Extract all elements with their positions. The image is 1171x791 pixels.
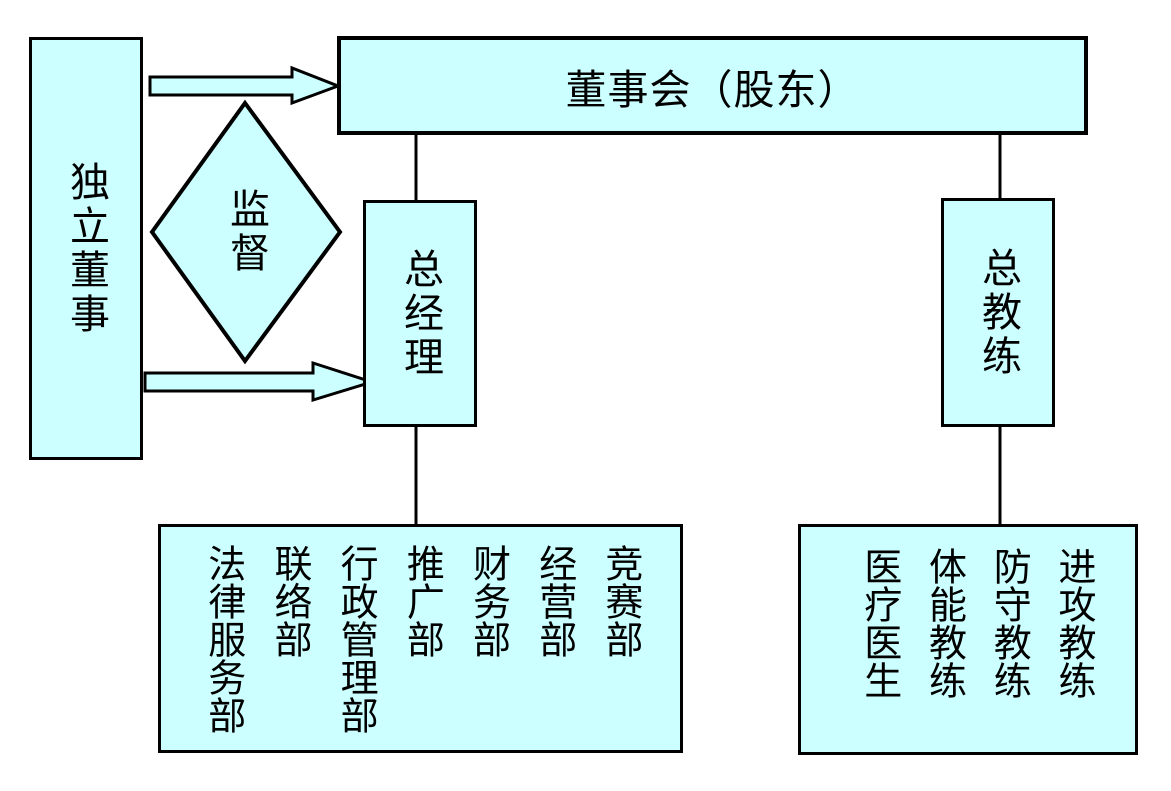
department-column: 推广部: [400, 544, 443, 658]
arrow-director-to-gm-icon: [143, 360, 378, 403]
department-column: 竞赛部: [598, 544, 641, 658]
staff-column: 进攻教练: [1052, 547, 1094, 699]
staff-column: 体能教练: [922, 547, 965, 699]
department-column: 联络部: [267, 544, 310, 658]
coach-staff-box: 医疗医生 体能教练 防守教练 进攻教练: [798, 524, 1138, 755]
independent-director-label: 独立董事: [64, 160, 109, 337]
head-coach-label: 总教练: [976, 246, 1021, 379]
board-label: 董事会（股东）: [565, 66, 860, 113]
general-manager-label: 总经理: [398, 247, 443, 380]
department-column: 财务部: [466, 544, 509, 658]
general-manager-box: 总经理: [363, 200, 477, 427]
staff-column: 医疗医生: [857, 547, 900, 699]
department-column: 行政管理部: [334, 544, 377, 734]
gm-departments-box: 法律服务部 联络部 行政管理部 推广部 财务部 经营部 竞赛部: [158, 524, 683, 753]
supervision-label: 监督: [224, 188, 269, 276]
independent-director-box: 独立董事: [29, 37, 143, 460]
department-column: 法律服务部: [201, 544, 244, 734]
staff-column: 防守教练: [987, 547, 1030, 699]
supervision-diamond: [149, 99, 343, 365]
head-coach-box: 总教练: [941, 198, 1055, 427]
arrow-director-to-board-icon: [148, 65, 343, 106]
department-column: 经营部: [532, 544, 575, 658]
board-box: 董事会（股东）: [337, 36, 1088, 135]
